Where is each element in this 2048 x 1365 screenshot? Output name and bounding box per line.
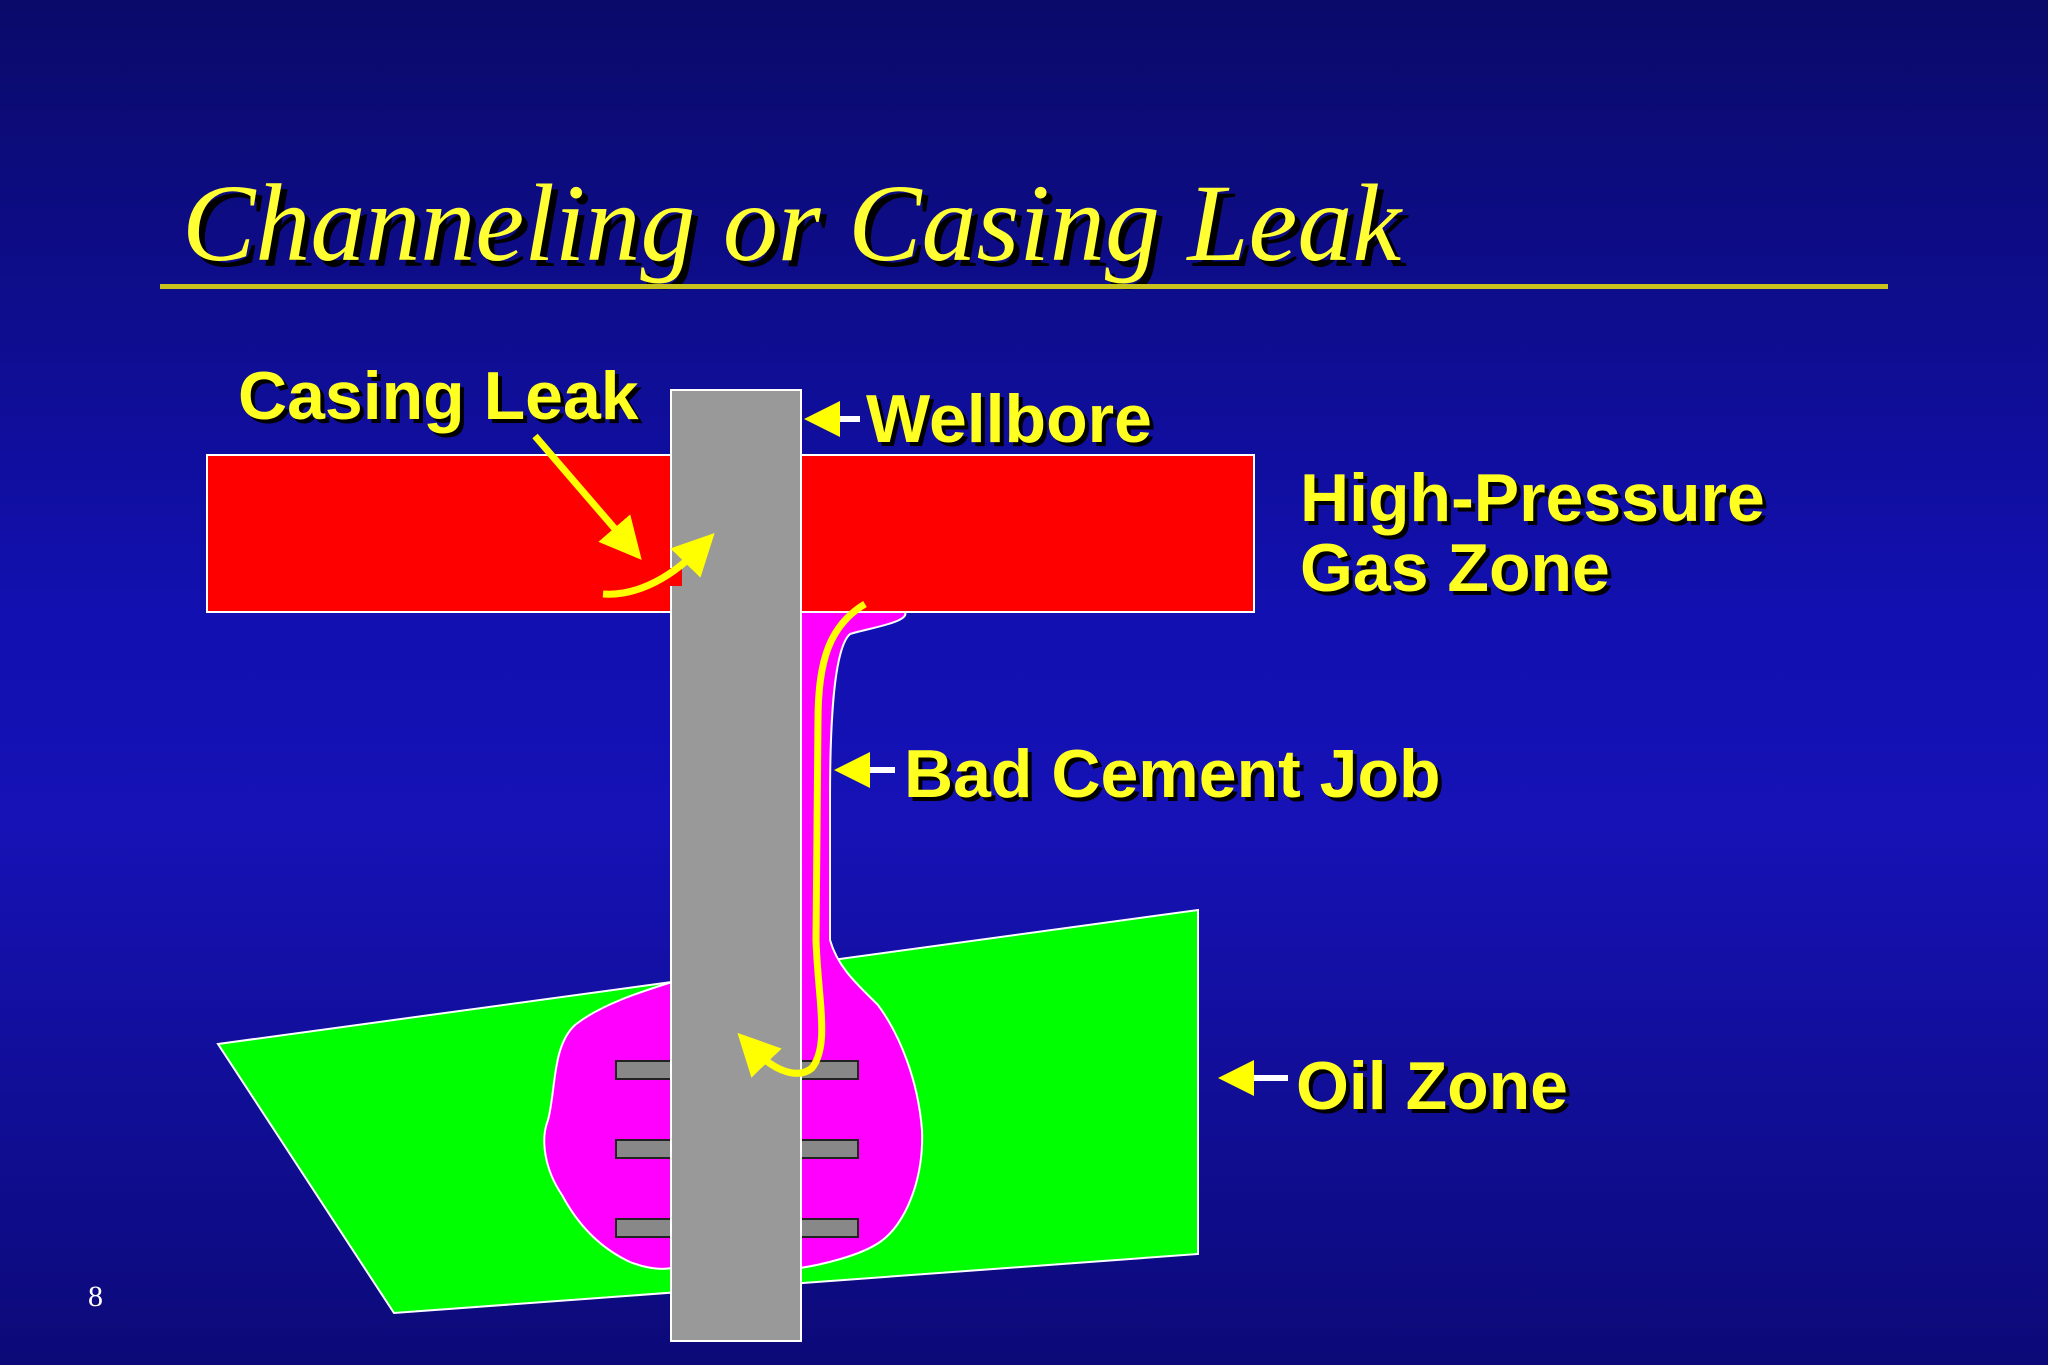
- gas-zone-label-line2: Gas Zone: [1300, 530, 1610, 606]
- leak-flow-arrow: [602, 532, 715, 598]
- slide-title: Channeling or Casing Leak: [182, 162, 1402, 284]
- casing-leak-pointer-arrow: [532, 433, 642, 560]
- bad-cement-job-label: Bad Cement Job: [904, 736, 1441, 812]
- channel-flow-arrow: [737, 600, 867, 1078]
- oil-zone-label: Oil Zone: [1296, 1048, 1568, 1124]
- cement-channel: [799, 611, 924, 1270]
- perforation-right-3: [799, 1218, 859, 1238]
- wellbore-label: Wellbore: [866, 381, 1152, 457]
- casing-leak-label: Casing Leak: [238, 358, 639, 434]
- page-number: 8: [88, 1280, 103, 1313]
- perforation-left-1: [615, 1060, 673, 1080]
- perforation-right-2: [799, 1139, 859, 1159]
- perforation-left-3: [615, 1218, 673, 1238]
- perforation-left-2: [615, 1139, 673, 1159]
- cement-bulge-left: [543, 980, 673, 1270]
- gas-zone-label-line1: High-Pressure: [1300, 460, 1765, 536]
- wellbore-casing: [670, 389, 802, 1342]
- title-underline: [160, 284, 1888, 289]
